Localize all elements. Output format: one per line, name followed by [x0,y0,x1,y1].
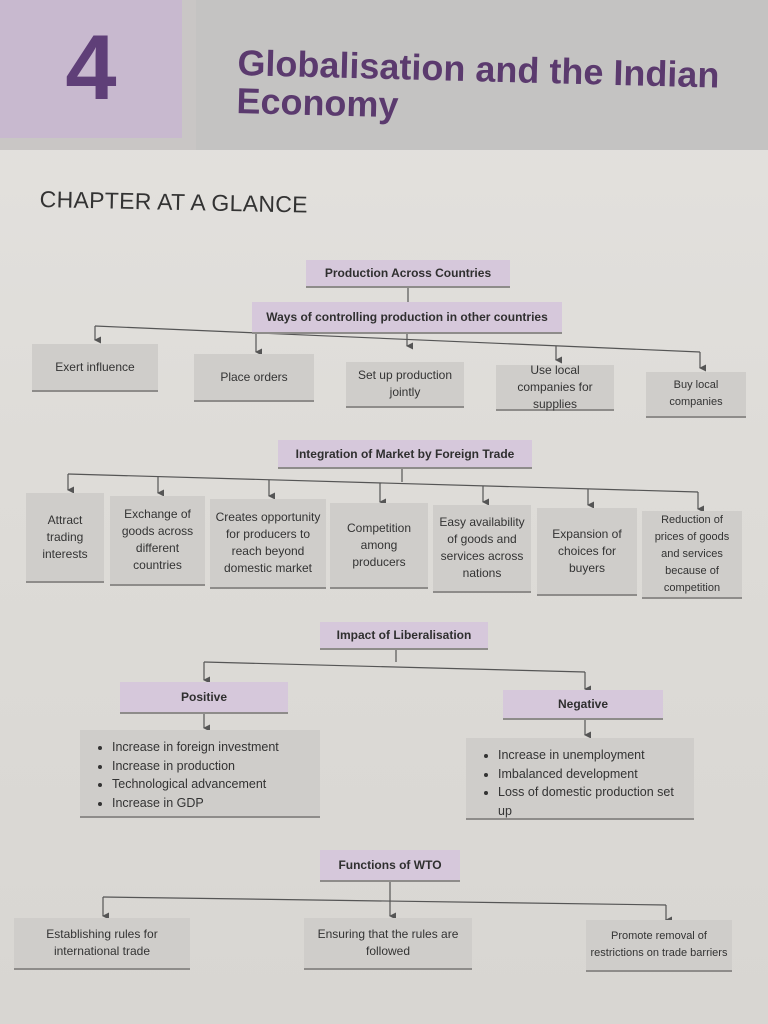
integration-heading: Integration of Market by Foreign Trade [278,440,532,467]
wto-item: Ensuring that the rules are followed [304,918,472,968]
positive-label: Positive [120,682,288,712]
liberalisation-heading: Impact of Liberalisation [320,622,488,648]
integration-item: Exchange of goods across different count… [110,496,205,584]
list-item: Technological advancement [112,775,312,794]
wto-item: Promote removal of restrictions on trade… [586,920,732,970]
wto-item: Establishing rules for international tra… [14,918,190,968]
production-item: Set up production jointly [346,362,464,406]
integration-item: Competition among producers [330,503,428,587]
integration-item: Expansion of choices for buyers [537,508,637,594]
production-item: Buy local companies [646,372,746,416]
chapter-number: 4 [65,17,117,119]
list-item: Increase in GDP [112,794,312,813]
list-item: Increase in unemployment [498,746,686,765]
list-item: Increase in production [112,757,312,776]
production-item: Exert influence [32,344,158,390]
chapter-title-box [196,0,768,150]
integration-item: Reduction of prices of goods and service… [642,511,742,597]
production-item: Place orders [194,354,314,400]
production-item: Use local companies for supplies [496,363,614,411]
negative-impacts-list: Increase in unemployment Imbalanced deve… [466,738,694,818]
integration-item: Attract trading interests [26,493,104,581]
positive-impacts-list: Increase in foreign investment Increase … [80,730,320,816]
chapter-number-box: 4 [0,0,182,138]
list-item: Loss of domestic production set up [498,783,686,820]
negative-label: Negative [503,690,663,718]
production-subheading: Ways of controlling production in other … [252,302,562,332]
production-heading: Production Across Countries [306,260,510,286]
list-item: Increase in foreign investment [112,738,312,757]
integration-item: Easy availability of goods and services … [433,505,531,591]
integration-item: Creates opportunity for producers to rea… [210,499,326,587]
list-item: Imbalanced development [498,765,686,784]
wto-heading: Functions of WTO [320,850,460,880]
